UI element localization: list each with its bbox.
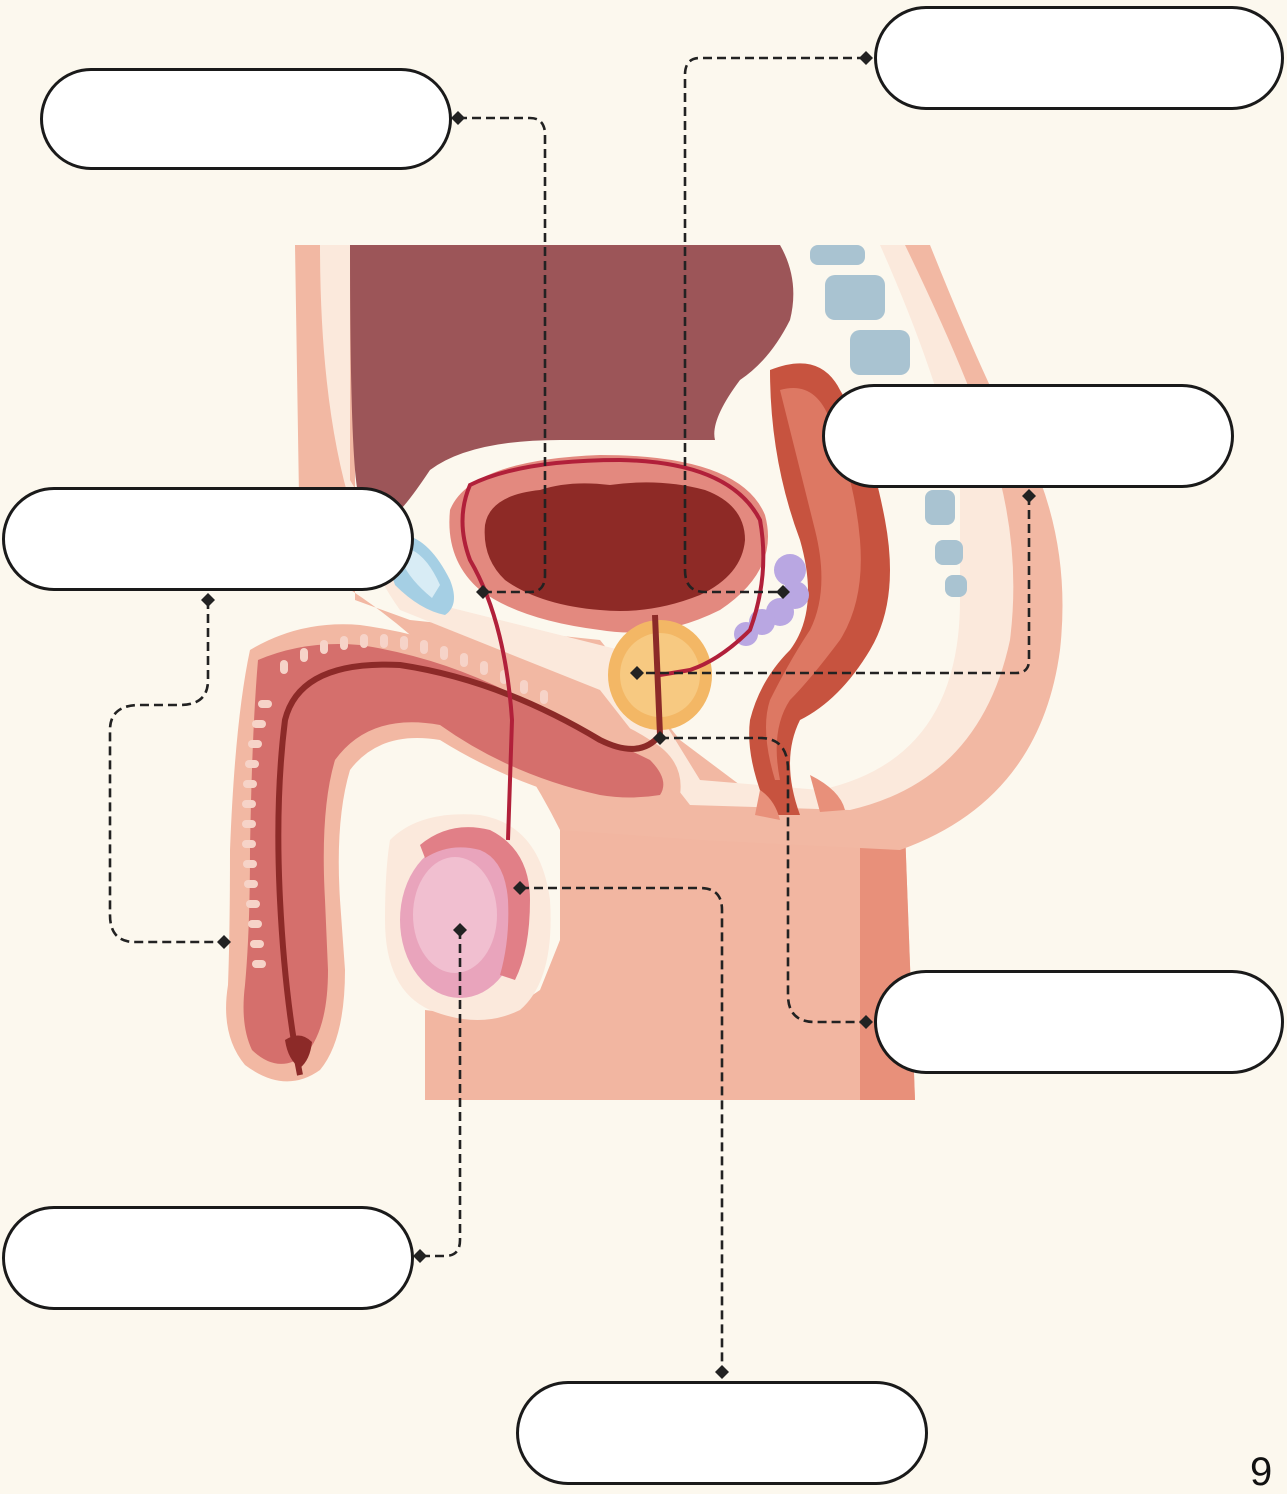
label-box-right-upper[interactable] (822, 384, 1234, 488)
label-box-right-lower[interactable] (874, 970, 1284, 1074)
label-box-top-left[interactable] (40, 68, 452, 170)
label-box-top-right[interactable] (874, 6, 1284, 110)
label-box-left-middle[interactable] (2, 487, 414, 591)
page-number: 9 (1250, 1452, 1272, 1492)
label-box-bottom-left[interactable] (2, 1206, 414, 1310)
label-box-bottom-center[interactable] (516, 1381, 928, 1485)
